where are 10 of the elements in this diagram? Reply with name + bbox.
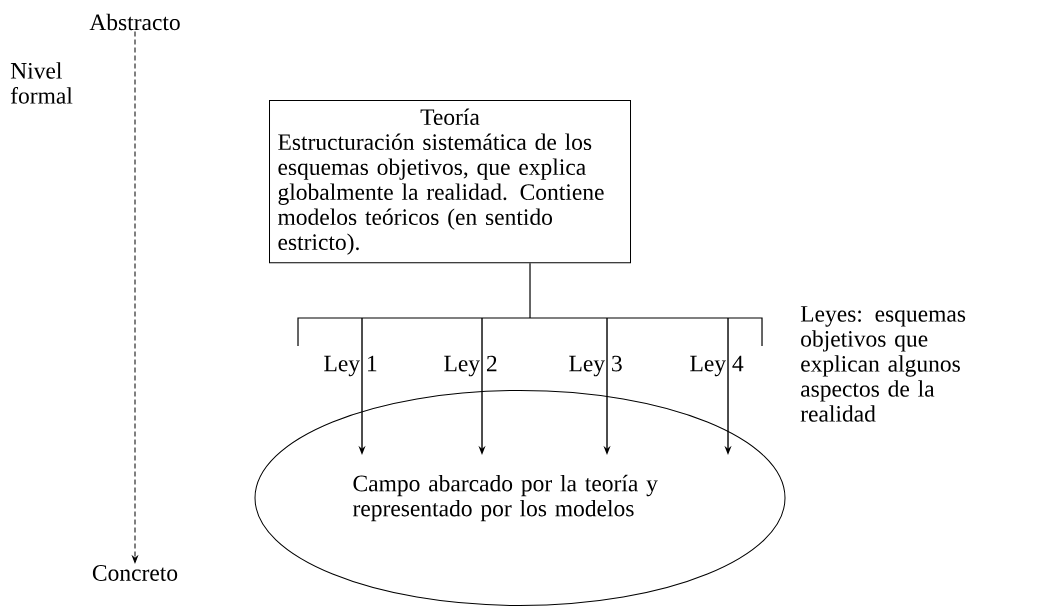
level-label: Abstracto <box>89 13 180 31</box>
note: Nivel formal <box>10 62 73 104</box>
level-label: Concreto <box>92 565 178 581</box>
law-label: Ley 2 <box>444 355 497 377</box>
arrow <box>132 30 138 564</box>
law-label: Ley 4 <box>690 355 744 377</box>
law-label: Ley 3 <box>569 355 622 377</box>
theory-box: Teoría Estructuración sistemática de los esquemas objetivos, que explica globalmente la realidad. Contiene modelos teóricos (en sentido estricto). <box>269 100 631 264</box>
note: Leyes: esquemas objetivos que explican algunos aspectos de la realidad <box>800 306 966 422</box>
law-label: Ley 1 <box>324 355 377 377</box>
